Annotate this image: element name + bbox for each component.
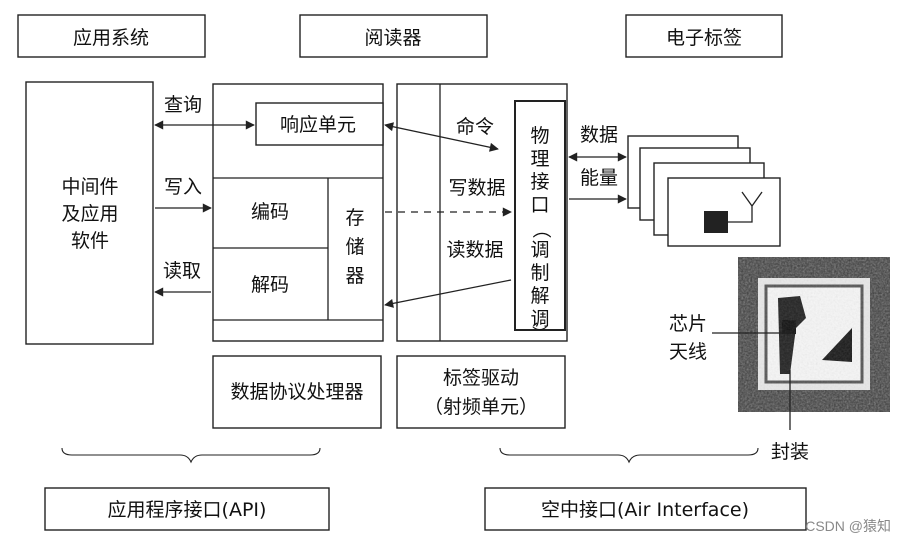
tag-driver-label-line1: 标签驱动	[443, 367, 519, 389]
tag-antenna-icon	[728, 191, 763, 223]
phys-char-10: ）	[530, 325, 548, 340]
header-application-system: 应用系统	[73, 27, 149, 49]
header-application-system-box	[17, 14, 206, 58]
read-data-arrow	[384, 279, 512, 308]
data-label: 数据	[580, 124, 618, 146]
air-interface-label: 空中接口(Air Interface)	[541, 499, 749, 521]
middleware-line-2: 及应用	[61, 203, 118, 225]
command-arrow	[384, 122, 499, 152]
chip-label: 芯片	[669, 313, 707, 335]
write-data-label: 写数据	[448, 177, 505, 199]
phys-char-1: 物	[530, 125, 549, 147]
tag-driver-box	[396, 355, 566, 429]
middleware-line-3: 软件	[71, 230, 109, 252]
middleware-box	[25, 81, 154, 345]
middleware-line-1: 中间件	[61, 176, 118, 198]
api-box	[44, 487, 330, 531]
air-interface-brace	[499, 447, 759, 464]
encode-label: 编码	[251, 201, 289, 223]
decode-label: 解码	[251, 274, 289, 296]
storage-char-2: 储	[345, 236, 364, 258]
physical-interface-box	[514, 100, 566, 331]
header-reader: 阅读器	[364, 27, 421, 49]
phys-char-6: 调	[530, 239, 549, 261]
phys-char-4: 口	[530, 194, 549, 216]
command-label: 命令	[456, 116, 494, 138]
antenna-label: 天线	[669, 341, 707, 363]
phys-char-2: 理	[530, 148, 549, 170]
tag-photo	[738, 257, 890, 412]
api-brace	[61, 447, 321, 464]
response-unit-box	[255, 102, 384, 146]
air-interface-box	[484, 487, 807, 531]
storage-char-3: 器	[345, 265, 364, 287]
protocol-processor-label: 数据协议处理器	[230, 381, 363, 403]
query-label: 查询	[164, 94, 202, 116]
read-label: 读取	[163, 260, 201, 282]
energy-label: 能量	[580, 167, 618, 189]
storage-char-1: 存	[345, 207, 364, 229]
phys-char-9: 调	[530, 308, 549, 330]
tag-driver-label-line2: （射频单元）	[424, 396, 538, 418]
header-electronic-tag-box	[625, 14, 783, 58]
phys-char-5: （	[530, 219, 552, 238]
watermark: CSDN @猿知	[805, 518, 891, 534]
read-data-label: 读数据	[446, 239, 503, 261]
header-reader-box	[299, 14, 488, 58]
protocol-processor-box	[212, 355, 382, 429]
api-label: 应用程序接口(API)	[108, 499, 267, 521]
phys-char-3: 接	[530, 171, 549, 193]
tag-card-stack	[627, 135, 781, 247]
response-unit-label: 响应单元	[280, 114, 356, 136]
header-electronic-tag: 电子标签	[666, 27, 742, 49]
phys-char-8: 解	[530, 285, 549, 307]
tag-chip	[704, 211, 728, 233]
phys-char-7: 制	[530, 262, 549, 284]
write-label: 写入	[164, 176, 202, 198]
package-label: 封装	[771, 441, 809, 463]
